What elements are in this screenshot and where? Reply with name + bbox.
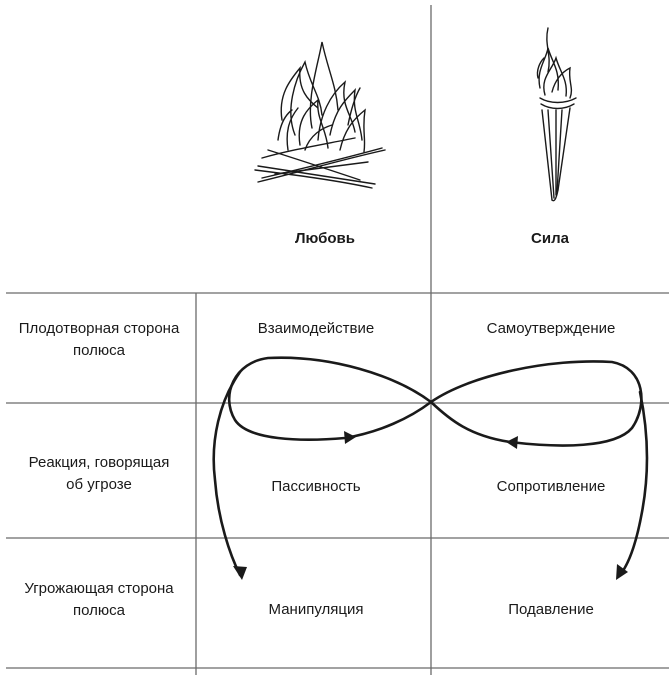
cell-resistance: Сопротивление <box>496 478 606 495</box>
row-label-threat-reaction: Реакция, говорящая об угрозе <box>4 452 194 496</box>
row-label-productive-line1: Плодотворная сторона <box>18 320 180 337</box>
arrowhead-left-loop <box>344 431 356 444</box>
cell-self-assertion: Самоутверждение <box>486 320 616 337</box>
column-header-love: Любовь <box>294 230 355 247</box>
row-label-threatening-line2: полюса <box>73 602 125 619</box>
row-label-productive: Плодотворная сторона полюса <box>4 318 194 362</box>
row-label-threatening: Угрожающая сторона полюса <box>4 578 194 622</box>
row-label-threat-reaction-line1: Реакция, говорящая <box>28 454 170 471</box>
row-label-threat-reaction-line2: об угрозе <box>66 476 132 493</box>
column-header-power: Сила <box>531 230 569 247</box>
cell-suppression: Подавление <box>508 601 594 618</box>
row-label-threatening-line1: Угрожающая сторона <box>24 580 174 597</box>
right-tail-path <box>618 390 649 577</box>
left-tail-path <box>212 370 242 577</box>
row-label-productive-line2: полюса <box>73 342 125 359</box>
cell-manipulation: Манипуляция <box>268 601 364 618</box>
arrowhead-left-tail <box>233 566 247 580</box>
cell-interaction: Взаимодействие <box>257 320 375 337</box>
arrowhead-right-tail <box>616 564 628 580</box>
left-loop-path <box>227 356 433 441</box>
arrowhead-right-loop <box>506 436 518 449</box>
right-loop-path <box>429 360 643 447</box>
cell-passivity: Пассивность <box>271 478 361 495</box>
